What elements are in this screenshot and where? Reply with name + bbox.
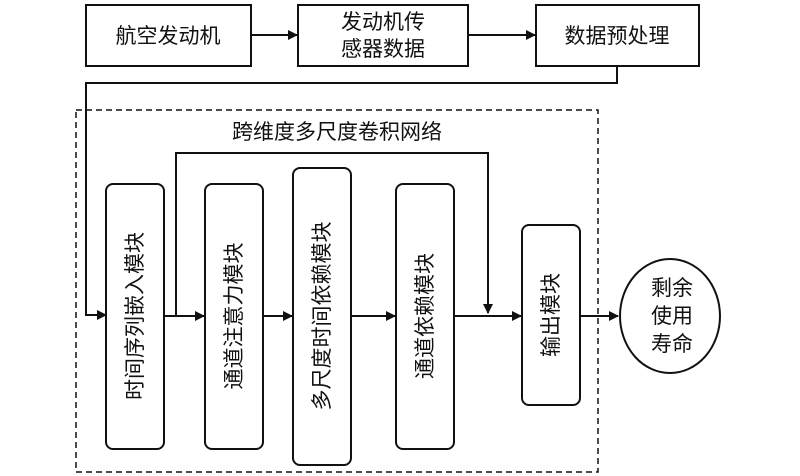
- time-embedding-label: 时间序列嵌入模块: [123, 232, 147, 400]
- result-line3: 寿命: [651, 332, 693, 356]
- engine-node: 航空发动机: [85, 4, 252, 67]
- channel-attention-module: 通道注意力模块: [204, 183, 264, 450]
- remaining-useful-life-node: 剩余 使用 寿命: [619, 258, 721, 374]
- multiscale-time-module: 多尺度时间依赖模块: [292, 167, 352, 466]
- result-line1: 剩余: [651, 276, 693, 300]
- preprocess-node: 数据预处理: [535, 4, 700, 67]
- network-title: 跨维度多尺度卷积网络: [232, 120, 442, 144]
- skip-connection-arrow: [175, 152, 493, 316]
- output-label: 输出模块: [539, 273, 563, 357]
- result-line2: 使用: [651, 304, 693, 328]
- channel-attention-label: 通道注意力模块: [222, 243, 246, 390]
- arrow-preprocess-to-embedding: [85, 66, 618, 320]
- engine-label: 航空发动机: [116, 24, 221, 48]
- network-boundary: [75, 109, 599, 473]
- output-module: 输出模块: [521, 224, 581, 406]
- time-embedding-module: 时间序列嵌入模块: [105, 183, 165, 450]
- sensor-data-node: 发动机传 感器数据: [297, 4, 469, 67]
- channel-dependency-label: 通道依赖模块: [413, 253, 437, 379]
- multiscale-time-label: 多尺度时间依赖模块: [310, 222, 334, 411]
- channel-dependency-module: 通道依赖模块: [395, 183, 455, 450]
- sensor-label-line2: 感器数据: [341, 37, 425, 61]
- sensor-label-line1: 发动机传: [341, 10, 425, 34]
- preprocess-label: 数据预处理: [565, 24, 670, 48]
